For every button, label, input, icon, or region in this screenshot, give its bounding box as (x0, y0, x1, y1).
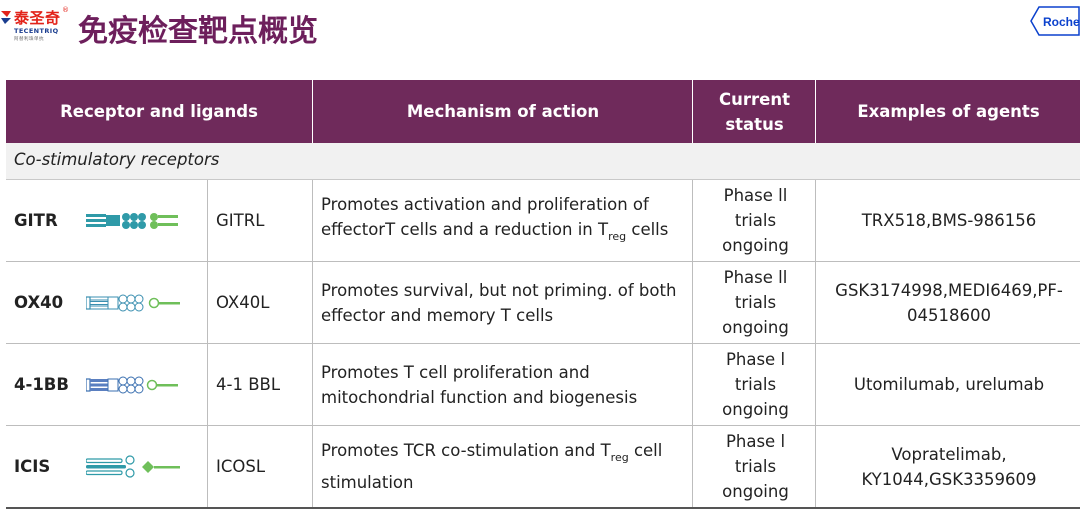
logo-chinese-text: 泰圣奇 (14, 9, 61, 27)
status-text: Phase ll trials ongoing (722, 186, 789, 255)
table-header: Receptor and ligands Mechanism of action… (6, 80, 1080, 143)
page-title: 免疫检查靶点概览 (78, 14, 318, 49)
header-mechanism: Mechanism of action (312, 80, 693, 143)
roche-logo-text: Roche (1043, 15, 1080, 29)
ligand-name: GITRL (216, 211, 265, 230)
logo-registered-mark: ® (62, 6, 69, 14)
agents-text: TRX518,BMS-986156 (861, 211, 1037, 230)
mechanism-text: Promotes survival, but not priming. of b… (321, 280, 677, 325)
agents-text: Utomilumab, urelumab (853, 375, 1045, 394)
agents-text: GSK3174998,MEDI6469,PF-04518600 (835, 280, 1063, 325)
ox40-receptor-icon (86, 294, 180, 311)
page-header: 泰圣奇 ® TECENTRIQ 阿替利珠单抗 免疫检查靶点概览 Roche (0, 0, 1080, 60)
logo-english-text: TECENTRIQ (14, 27, 59, 35)
ligand-name: ICOSL (216, 457, 266, 476)
ligand-name: OX40L (216, 293, 270, 312)
gitr-receptor-icon (86, 212, 178, 229)
mechanism-main: Promotes TCR co-stimulation and T (321, 441, 611, 460)
status-text: Phase l trials ongoing (722, 350, 789, 419)
logo-subtitle: 阿替利珠单抗 (14, 37, 44, 42)
logo-mark-icon (1, 11, 11, 24)
header-agents: Examples of agents (815, 80, 1080, 143)
table-row-gitr: GITR GITRL Promotes activation and proli… (6, 180, 1080, 262)
header-receptor: Receptor and ligands (60, 102, 258, 121)
status-text: Phase ll trials ongoing (722, 268, 789, 337)
4-1bb-receptor-icon (86, 376, 178, 393)
table-row-icis: ICIS ICOSL Promotes TCR co-stimulation a… (6, 426, 1080, 509)
icos-receptor-icon (86, 454, 180, 478)
status-text: Phase l trials ongoing (722, 432, 789, 501)
roche-logo: Roche (1030, 6, 1080, 36)
header-status: Current status (692, 80, 816, 143)
receptor-name: ICIS (14, 457, 51, 476)
table-row-ox40: OX40 OX40L Promotes survival, but not pr… (6, 262, 1080, 344)
mechanism-text: Promotes activation and proliferation of… (321, 180, 691, 261)
mechanism-tail: cell stimulation (321, 441, 663, 492)
receptor-name: GITR (14, 211, 58, 230)
agents-text: Vopratelimab, KY1044,GSK3359609 (861, 444, 1037, 489)
tecentriq-logo: 泰圣奇 ® TECENTRIQ 阿替利珠单抗 (0, 6, 72, 44)
mechanism-text: Promotes T cell proliferation and mitoch… (321, 362, 638, 407)
ligand-name: 4-1 BBL (216, 375, 281, 394)
mechanism-main: Promotes activation and proliferation of… (321, 195, 649, 239)
receptor-name: OX40 (14, 293, 64, 312)
checkpoint-table: Receptor and ligands Mechanism of action… (6, 80, 1080, 509)
section-label: Co-stimulatory receptors (14, 150, 220, 169)
mechanism-text: Promotes TCR co-stimulation and Treg cel… (321, 426, 691, 507)
receptor-name: 4-1BB (14, 375, 69, 394)
table-row-4-1bb: 4-1BB 4-1 BBL Promotes T cell proliferat… (6, 344, 1080, 426)
mechanism-subscript: reg (608, 230, 627, 243)
section-row: Co-stimulatory receptors (6, 143, 1080, 180)
mechanism-tail: cells (626, 220, 669, 239)
mechanism-subscript: reg (610, 451, 629, 464)
